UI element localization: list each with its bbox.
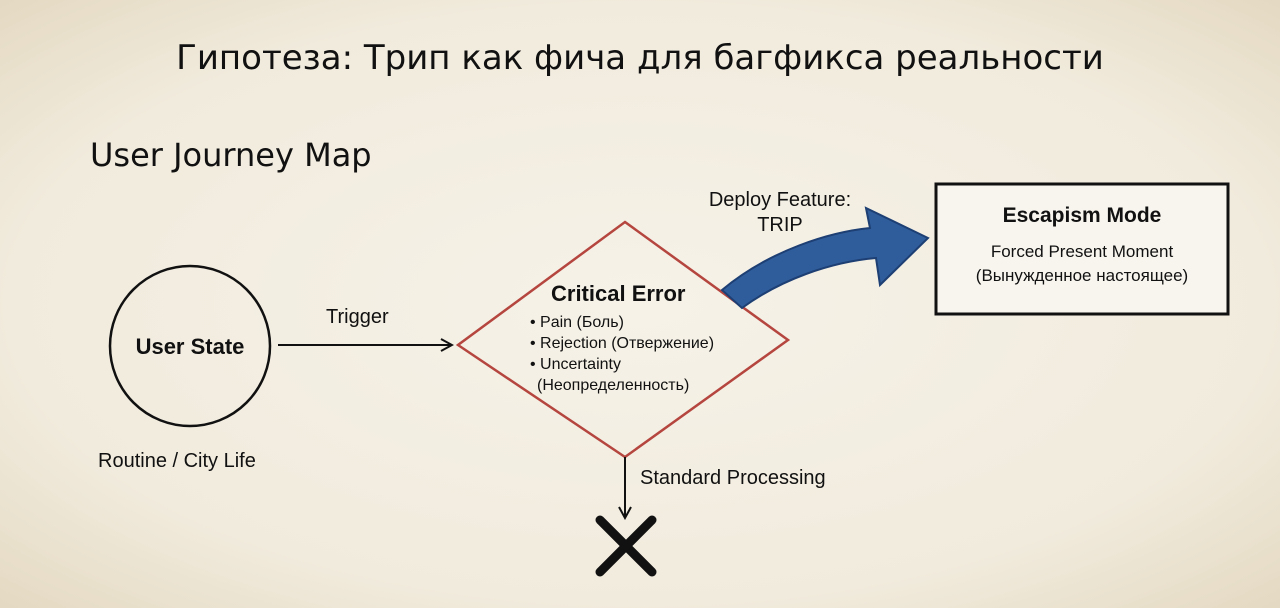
escapism-title: Escapism Mode bbox=[1002, 204, 1162, 227]
escapism-content: Escapism Mode Forced Present Moment (Вын… bbox=[936, 204, 1228, 288]
critical-error-bullets: • Pain (Боль) • Rejection (Отвержение) •… bbox=[530, 312, 714, 396]
escapism-line-2: (Вынужденное настоящее) bbox=[975, 266, 1189, 285]
bullet-item: (Неопределенность) bbox=[537, 377, 690, 394]
trigger-label: Trigger bbox=[326, 306, 389, 328]
page-title: Гипотеза: Трип как фича для багфикса реа… bbox=[176, 38, 1104, 78]
critical-error-label: Critical Error bbox=[551, 281, 686, 306]
user-state-circle bbox=[108, 264, 272, 428]
bullet-item: • Rejection (Отвержение) bbox=[530, 335, 715, 352]
escapism-box bbox=[934, 182, 1230, 316]
bullet-item: • Pain (Боль) bbox=[530, 314, 624, 331]
cross-icon bbox=[595, 515, 657, 577]
standard-processing-label: Standard Processing bbox=[640, 467, 826, 489]
deploy-line-1: Deploy Feature: bbox=[708, 189, 852, 211]
deploy-line-2: TRIP bbox=[757, 214, 803, 236]
bullet-item: • Uncertainty bbox=[530, 356, 621, 373]
escapism-line-1: Forced Present Moment bbox=[990, 242, 1174, 261]
user-state-caption: Routine / City Life bbox=[98, 450, 256, 472]
diagram-subtitle: User Journey Map bbox=[90, 136, 372, 174]
deploy-trip-arrow bbox=[720, 206, 930, 310]
deploy-feature-label: Deploy Feature: TRIP bbox=[670, 188, 890, 238]
user-state-label: User State bbox=[135, 334, 245, 359]
